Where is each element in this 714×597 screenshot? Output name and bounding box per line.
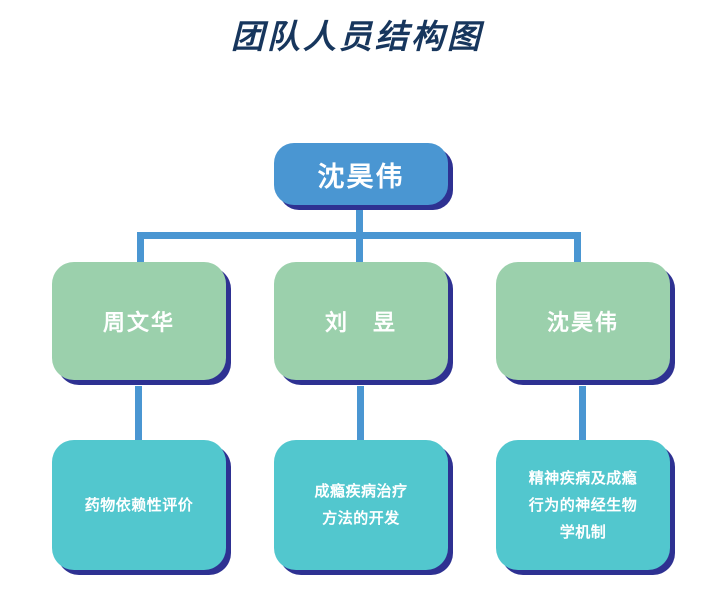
connector-drop-col-1: [137, 232, 144, 264]
org-node-root-label: 沈昊伟: [317, 161, 405, 192]
org-node-level2-2-label: 刘 昱: [324, 310, 397, 335]
connector-horizontal-bus: [137, 232, 581, 239]
org-node-level3-2-label: 成瘾疾病治疗 方法的开发: [314, 483, 408, 527]
page-title: 团队人员结构图: [231, 20, 483, 56]
org-node-level2-1-label: 周文华: [102, 310, 175, 335]
connector-drop-col-2: [356, 232, 363, 264]
org-node-level2-3[interactable]: 沈昊伟: [496, 262, 670, 380]
org-node-level3-3[interactable]: 精神疾病及成瘾 行为的神经生物 学机制: [496, 440, 670, 570]
org-node-level3-1-label: 药物依赖性评价: [84, 496, 194, 514]
connector-level2-to-level3-col-2: [357, 386, 364, 442]
org-node-root[interactable]: 沈昊伟: [274, 143, 448, 205]
org-node-level2-2[interactable]: 刘 昱: [274, 262, 448, 380]
connector-drop-col-3: [574, 232, 581, 264]
org-node-level2-3-label: 沈昊伟: [546, 310, 619, 335]
connector-root-stem: [356, 205, 363, 235]
org-node-level2-1[interactable]: 周文华: [52, 262, 226, 380]
org-node-level3-1[interactable]: 药物依赖性评价: [52, 440, 226, 570]
connector-level2-to-level3-col-1: [135, 386, 142, 442]
org-node-level3-2[interactable]: 成瘾疾病治疗 方法的开发: [274, 440, 448, 570]
org-node-level3-3-label: 精神疾病及成瘾 行为的神经生物 学机制: [528, 469, 638, 541]
connector-level2-to-level3-col-3: [579, 386, 586, 442]
